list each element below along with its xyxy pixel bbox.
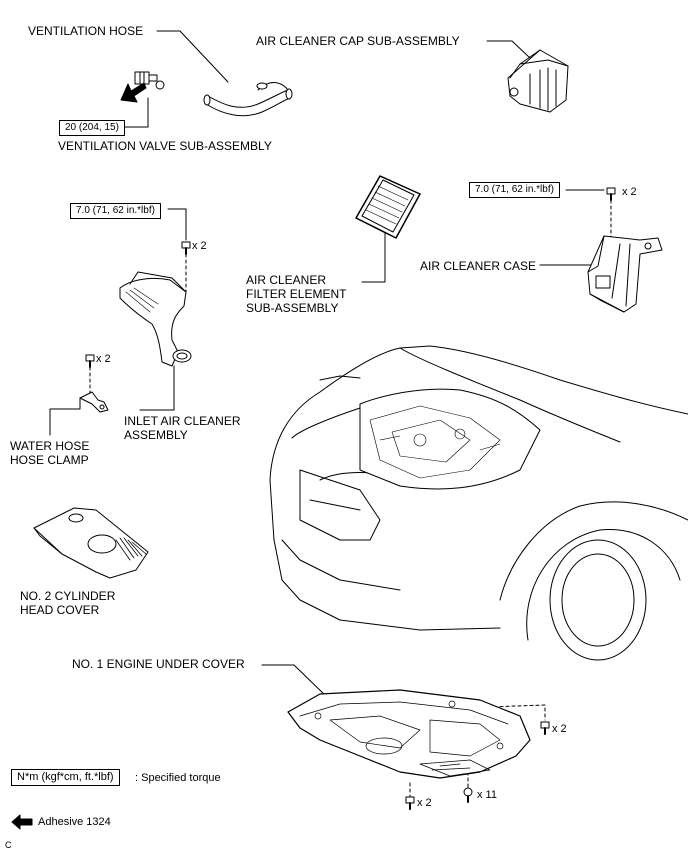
label-ventilation-valve: VENTILATION VALVE SUB-ASSEMBLY	[58, 139, 272, 153]
label-inlet-air-cleaner-2: ASSEMBLY	[124, 428, 188, 442]
dashed-assembly-lines	[89, 199, 612, 798]
label-filter-element-1: AIR CLEANER	[246, 273, 327, 287]
air-cleaner-cap-drawing	[507, 49, 569, 113]
legend-torque-description: : Specified torque	[135, 772, 221, 784]
under-cover-bolt-left-icon	[405, 796, 415, 810]
label-inlet-air-cleaner-1: INLET AIR CLEANER	[124, 414, 241, 428]
label-cylinder-head-cover-1: NO. 2 CYLINDER	[20, 589, 116, 603]
label-air-cleaner-cap: AIR CLEANER CAP SUB-ASSEMBLY	[256, 34, 460, 48]
qty-air-cleaner-case-bolts: x 2	[622, 186, 637, 198]
label-filter-element-3: SUB-ASSEMBLY	[246, 301, 339, 315]
case-bolt-icon	[606, 187, 616, 201]
inlet-bolt-icon	[181, 241, 191, 255]
qty-under-cover-bolts-right: x 2	[552, 723, 567, 735]
qty-inlet-bolts: x 2	[192, 240, 207, 252]
water-hose-clamp-drawing	[79, 391, 109, 413]
ventilation-valve-drawing	[134, 71, 165, 90]
qty-water-hose-clamp-bolts: x 2	[96, 353, 111, 365]
under-cover-bolt-right-icon	[540, 721, 550, 735]
vehicle-front-drawing	[269, 345, 688, 661]
inlet-air-cleaner-drawing	[119, 271, 192, 367]
label-ventilation-hose: VENTILATION HOSE	[28, 24, 144, 38]
torque-box-inlet-air-cleaner: 7.0 (71, 62 in.*lbf)	[70, 203, 161, 219]
filter-element-drawing	[355, 175, 421, 239]
torque-box-ventilation-valve: 20 (204, 15)	[59, 120, 125, 136]
label-water-hose-clamp-1: WATER HOSE	[10, 439, 90, 453]
legend-torque-unit-box: N*m (kgf*cm, ft.*lbf)	[11, 769, 120, 786]
adhesive-legend-arrow-icon	[11, 814, 33, 830]
label-filter-element-2: FILTER ELEMENT	[246, 287, 347, 301]
cylinder-head-cover-drawing	[33, 507, 149, 579]
label-air-cleaner-case: AIR CLEANER CASE	[420, 259, 537, 273]
label-cylinder-head-cover-2: HEAD COVER	[20, 603, 100, 617]
adhesive-arrow-icon	[120, 82, 147, 103]
qty-under-cover-bolts-left: x 2	[417, 797, 432, 809]
figure-code: C	[5, 840, 12, 850]
qty-under-cover-clips: x 11	[477, 789, 497, 801]
label-engine-under-cover: NO. 1 ENGINE UNDER COVER	[72, 657, 245, 671]
torque-box-air-cleaner-case: 7.0 (71, 62 in.*lbf)	[469, 182, 560, 198]
label-water-hose-clamp-2: HOSE CLAMP	[10, 453, 89, 467]
air-cleaner-case-drawing	[587, 235, 663, 313]
engine-under-cover-drawing	[287, 689, 531, 779]
leader-lines	[49, 30, 605, 699]
legend-adhesive: Adhesive 1324	[38, 816, 111, 828]
under-cover-clip-icon	[463, 787, 473, 803]
clamp-bolt-icon	[85, 354, 95, 368]
ventilation-hose-drawing	[203, 82, 293, 117]
